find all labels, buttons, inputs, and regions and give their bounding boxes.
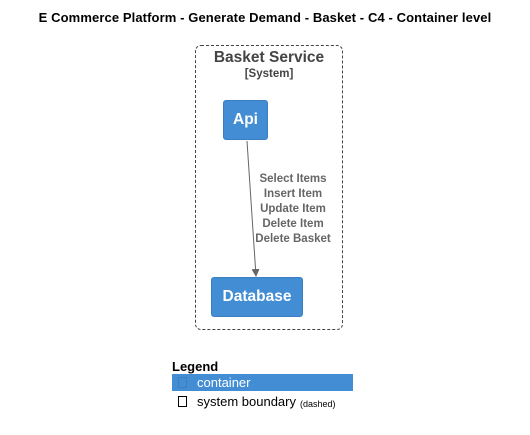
relationship-arrow [246,140,260,277]
boundary-swatch-icon [178,396,187,407]
legend-item-label: system boundary [197,394,296,409]
legend-item-label: container [197,375,251,390]
database-label: Database [222,288,292,305]
database-container[interactable]: Database [211,277,303,317]
relationship-label: Delete Basket [255,233,331,245]
relationship-labels: Select Items Insert Item Update Item Del… [243,172,343,247]
system-boundary [195,45,343,330]
diagram-title: E Commerce Platform - Generate Demand - … [38,10,492,25]
relationship-label: Update Item [260,203,326,215]
relationship-label: Insert Item [263,188,323,200]
legend-title: Legend [172,359,219,374]
legend-item-boundary: system boundary (dashed) [172,393,336,410]
relationship-label: Select Items [259,173,327,185]
container-swatch-icon [178,377,187,388]
legend-item-note: (dashed) [300,398,336,409]
api-container[interactable]: Api [223,100,268,140]
boundary-type-label: [System] [244,68,294,80]
relationship-label: Delete Item [262,218,324,230]
api-label: Api [233,111,258,128]
legend-item-container: container [172,374,353,391]
boundary-name: Basket Service [213,49,325,66]
